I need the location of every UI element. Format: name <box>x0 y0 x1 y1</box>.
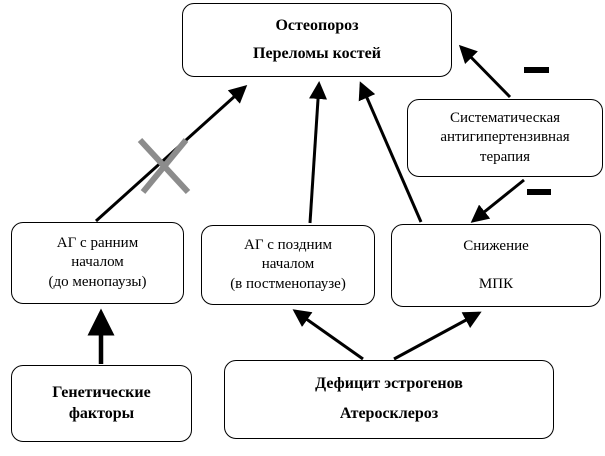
arrow-therapy-to-bmd <box>470 178 525 223</box>
node-bmd-line-2: МПК <box>478 275 514 292</box>
node-therapy-line-2: антигипертензивная <box>440 129 570 146</box>
node-late-line-3: (в постменопаузе) <box>230 275 346 292</box>
node-estrogen-line-1: Дефицит эстрогенов <box>315 374 463 392</box>
node-genetic-factors: Генетические факторы <box>11 365 192 442</box>
node-late-line-1: АГ с поздним <box>243 236 333 253</box>
arrow-early-to-osteoporosis <box>94 84 248 223</box>
node-osteoporosis-line-1: Остеопороз <box>275 16 359 34</box>
arrow-late-to-osteoporosis <box>308 81 328 224</box>
arrow-therapy-to-osteoporosis <box>458 44 512 99</box>
node-late-onset-hypertension: АГ с поздним началом (в постменопаузе) <box>201 225 375 305</box>
node-therapy-line-3: терапия <box>479 148 531 165</box>
node-early-line-3: (до менопаузы) <box>48 273 147 290</box>
node-early-onset-hypertension: АГ с ранним началом (до менопаузы) <box>11 222 184 304</box>
node-bmd-line-1: Снижение <box>463 238 529 254</box>
arrow-estrogen-to-bmd <box>393 311 482 361</box>
node-bmd-decrease: Снижение МПК <box>391 224 601 307</box>
node-osteoporosis-line-2: Переломы костей <box>253 44 381 62</box>
node-antihypertensive-therapy: Систематическая антигипертензивная терап… <box>407 99 603 177</box>
node-early-line-2: началом <box>71 254 124 271</box>
node-early-line-1: АГ с ранним <box>56 234 139 251</box>
minus-sign-icon <box>524 67 549 73</box>
node-estrogen-line-2: Атеросклероз <box>339 405 439 423</box>
minus-sign-icon <box>527 189 551 195</box>
arrow-estrogen-to-late <box>292 309 364 361</box>
node-genetic-line-2: факторы <box>68 404 135 422</box>
cross-icon <box>137 137 191 195</box>
node-genetic-line-1: Генетические <box>52 383 151 401</box>
node-therapy-line-1: Систематическая <box>450 109 560 126</box>
node-estrogen-deficiency: Дефицит эстрогенов Атеросклероз <box>224 360 554 439</box>
node-osteoporosis: Остеопороз Переломы костей <box>182 3 452 77</box>
node-late-line-2: началом <box>261 256 315 273</box>
